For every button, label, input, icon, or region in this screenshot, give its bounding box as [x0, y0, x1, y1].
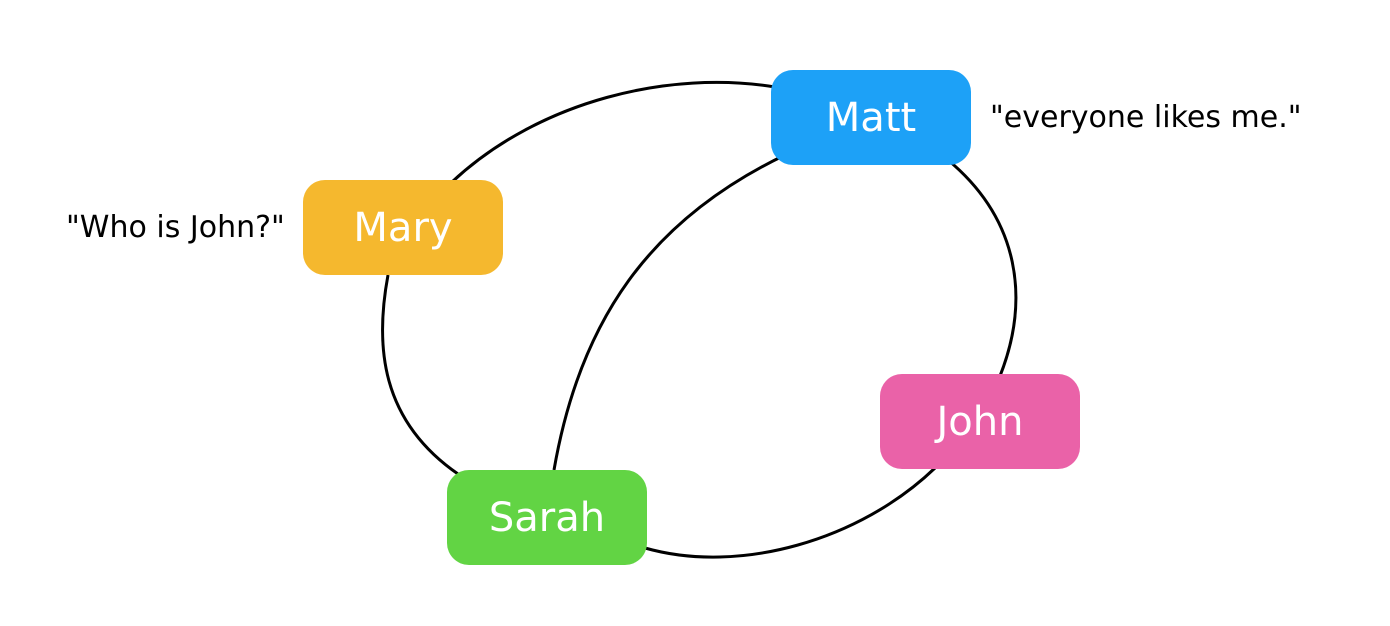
edge-matt-john — [947, 158, 1018, 377]
edge-john-sarah — [644, 466, 937, 559]
node-john: John — [880, 374, 1080, 469]
node-mary: Mary — [303, 180, 503, 275]
node-label-matt: Matt — [825, 94, 917, 141]
node-label-sarah: Sarah — [488, 494, 606, 541]
node-matt: Matt — [771, 70, 971, 165]
node-label-john: John — [936, 398, 1024, 445]
node-label-mary: Mary — [353, 204, 453, 251]
quote-mary: "Who is John?" — [66, 210, 285, 245]
quote-matt: "everyone likes me." — [990, 100, 1302, 135]
edge-mary-matt — [450, 80, 776, 184]
edge-matt-sarah — [552, 153, 786, 471]
edge-sarah-mary — [380, 274, 459, 476]
node-sarah: Sarah — [447, 470, 647, 565]
